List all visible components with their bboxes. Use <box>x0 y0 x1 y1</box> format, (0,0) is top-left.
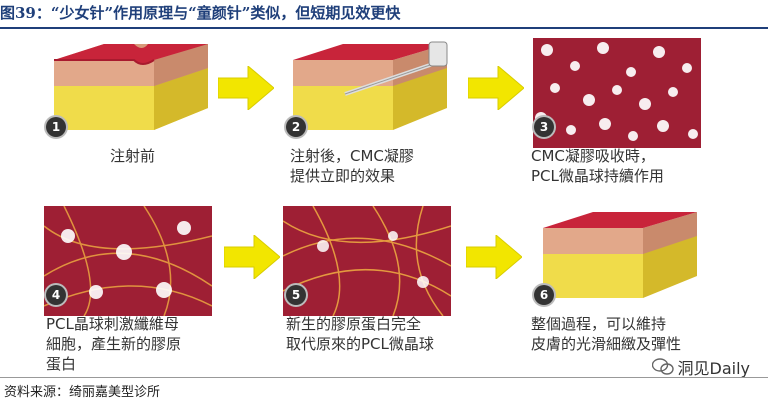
brand-name: 洞见Daily <box>677 359 751 378</box>
panel-5-illustration <box>283 206 451 316</box>
step-number-4: 4 <box>46 285 66 305</box>
panel-6-illustration <box>533 206 701 316</box>
source-divider <box>0 377 768 378</box>
source-note: 资料来源：绮丽嘉美型诊所 <box>4 385 161 400</box>
panel-2-illustration <box>283 38 451 148</box>
arrow-right-icon <box>466 235 522 279</box>
step-number-5: 5 <box>286 285 306 305</box>
title-divider <box>0 27 768 29</box>
panel-1-caption: 注射前 <box>110 147 156 165</box>
panel-1-illustration <box>44 38 212 148</box>
panel-4-illustration <box>44 206 212 316</box>
step-number-3: 3 <box>534 117 554 137</box>
panel-3-illustration <box>533 38 701 148</box>
panel-3-caption: CMC凝膠吸收時， PCL微晶球持續作用 <box>531 147 664 185</box>
wechat-icon <box>651 358 674 375</box>
step-number-6: 6 <box>534 285 554 305</box>
wechat-brand: 洞见Daily <box>651 355 751 379</box>
arrow-right-icon <box>218 66 274 110</box>
arrow-right-icon <box>468 66 524 110</box>
arrow-right-icon <box>224 235 280 279</box>
panel-5-caption: 新生的膠原蛋白完全 取代原來的PCL微晶球 <box>286 315 434 353</box>
step-number-1: 1 <box>46 117 66 137</box>
step-number-2: 2 <box>286 117 306 137</box>
figure-title: 图39：“少女针”作用原理与“童颜针”类似，但短期见效更快 <box>0 4 401 22</box>
panel-6-caption: 整個過程，可以維持 皮膚的光滑細緻及彈性 <box>531 315 682 353</box>
panel-2-caption: 注射後，CMC凝膠 提供立即的效果 <box>290 147 414 185</box>
panel-4-caption: PCL晶球刺激纖維母 細胞，產生新的膠原 蛋白 <box>46 315 182 373</box>
